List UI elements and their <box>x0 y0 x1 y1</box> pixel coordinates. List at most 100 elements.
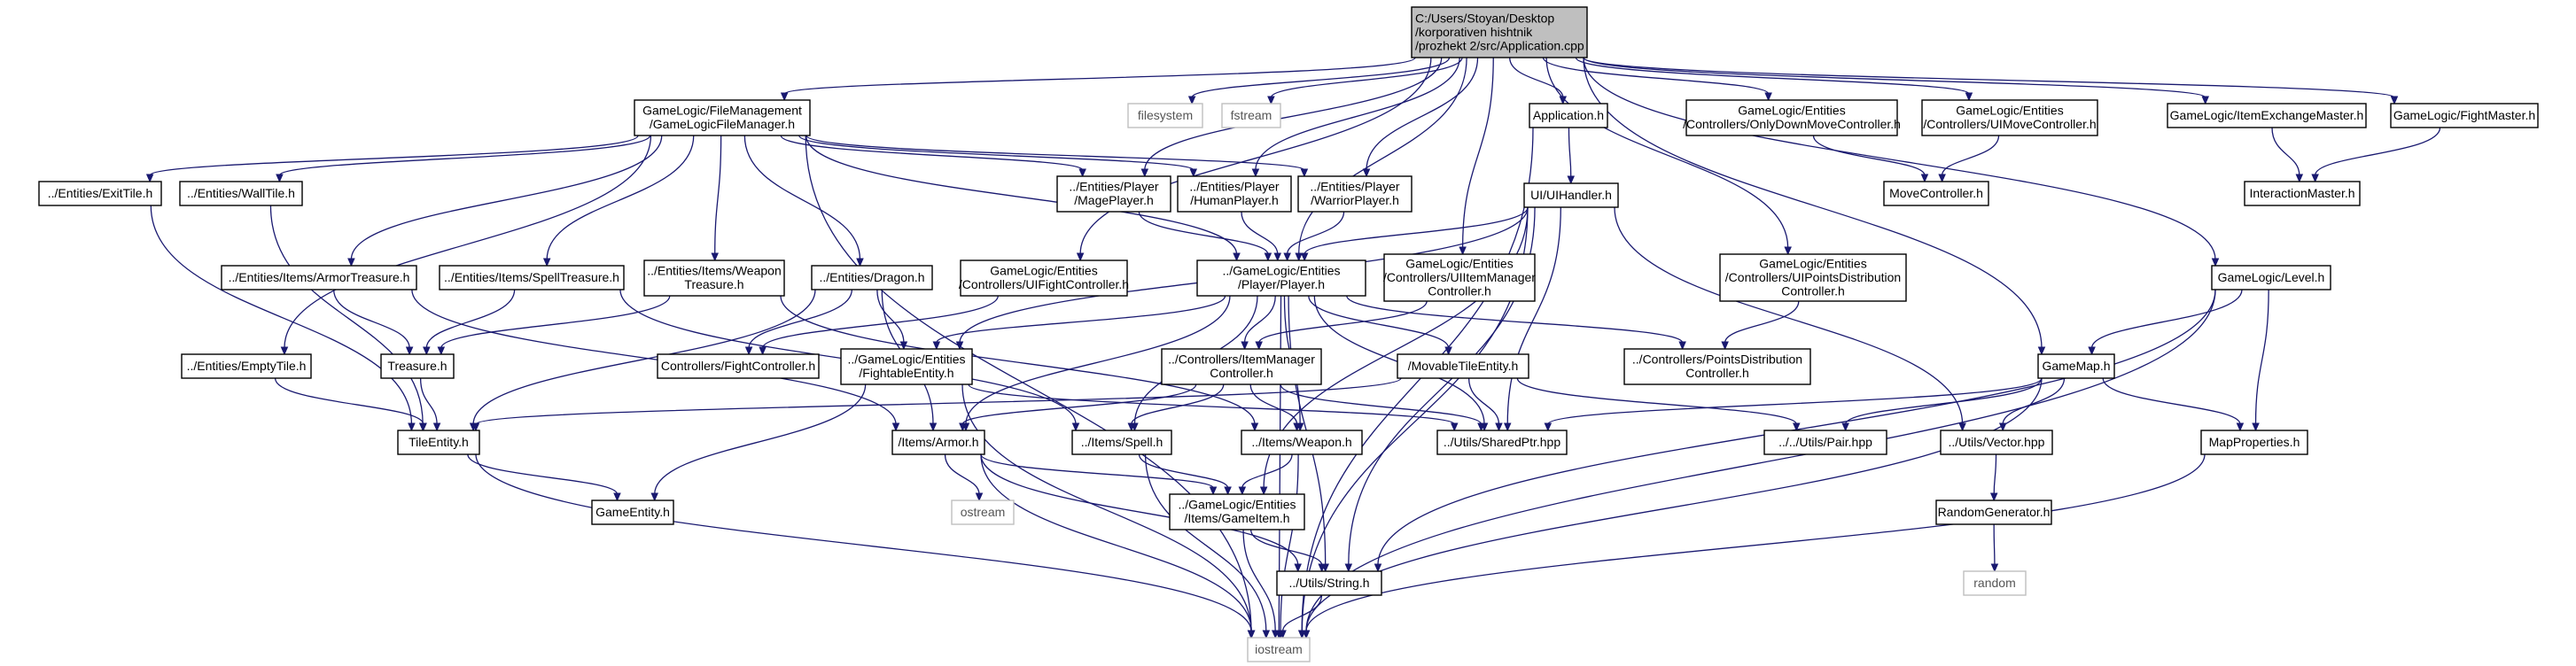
edge-arrowhead <box>1076 252 1085 262</box>
edge-uipoints-to-pointsdist <box>1724 300 1800 344</box>
node-dragon[interactable]: ../Entities/Dragon.h <box>811 265 933 290</box>
node-gamemap[interactable]: GameMap.h <box>2037 353 2115 379</box>
node-uipoints[interactable]: GameLogic/Entities/Controllers/UIPointsD… <box>1719 253 1907 302</box>
edge-arrowhead <box>856 258 864 267</box>
edge-arrowhead <box>1267 96 1275 105</box>
node-label: ../Entities/Player <box>1189 180 1279 194</box>
node-armortr[interactable]: ../Entities/Items/ArmorTreasure.h <box>221 265 417 290</box>
node-box <box>397 430 480 455</box>
node-uiitem[interactable]: GameLogic/Entities/Controllers/UIItemMan… <box>1383 253 1536 302</box>
node-interm[interactable]: InteractionMaster.h <box>2244 181 2361 206</box>
node-uifight[interactable]: GameLogic/Entities/Controllers/UIFightCo… <box>959 259 1129 297</box>
node-gl-fm[interactable]: GameLogic/FileManagement/GameLogicFileMa… <box>634 99 811 136</box>
node-filesystem[interactable]: filesystem <box>1127 103 1203 128</box>
node-label: /korporativen hishtnik <box>1415 25 1533 39</box>
edge-arrowhead <box>1293 422 1301 432</box>
edge-arrowhead <box>471 422 480 432</box>
node-uimove[interactable]: GameLogic/Entities/Controllers/UIMoveCon… <box>1921 99 2098 136</box>
edge-exittile-to-tileentity <box>150 205 413 425</box>
node-fightable[interactable]: ../GameLogic/Entities/FightableEntity.h <box>840 348 973 385</box>
edge-arrowhead <box>2088 346 2096 356</box>
node-box <box>1071 430 1172 455</box>
node-exittile[interactable]: ../Entities/ExitTile.h <box>38 181 162 206</box>
edge-arrowhead <box>650 492 658 502</box>
node-string[interactable]: ../Utils/String.h <box>1276 570 1382 596</box>
node-fstream[interactable]: fstream <box>1221 103 1281 128</box>
edge-arrowhead <box>975 492 984 502</box>
node-box <box>1383 253 1536 302</box>
edge-arrowhead <box>1477 422 1485 432</box>
node-mapprops[interactable]: MapProperties.h <box>2200 430 2308 455</box>
node-spelltr[interactable]: ../Entities/Items/SpellTreasure.h <box>439 265 625 290</box>
node-tileentity[interactable]: TileEntity.h <box>397 430 480 455</box>
node-box <box>1935 500 2052 525</box>
node-itemex[interactable]: GameLogic/ItemExchangeMaster.h <box>2167 103 2367 128</box>
node-randgen[interactable]: RandomGenerator.h <box>1935 500 2052 525</box>
edge-arrowhead <box>1567 175 1576 185</box>
node-onlydown[interactable]: GameLogic/Entities/Controllers/OnlyDownM… <box>1683 99 1901 136</box>
node-iostream[interactable]: iostream <box>1247 637 1311 662</box>
node-treasure[interactable]: Treasure.h <box>380 353 455 379</box>
node-app[interactable]: C:/Users/Stoyan/Desktop/korporativen his… <box>1411 6 1588 58</box>
node-box <box>1719 253 1907 302</box>
node-label: ../GameLogic/Entities <box>1222 264 1340 278</box>
node-label: /MovableTileEntity.h <box>1408 359 1519 373</box>
node-armor[interactable]: /Items/Armor.h <box>891 430 985 455</box>
node-movectrl[interactable]: MoveController.h <box>1883 181 1989 206</box>
node-label: Treasure.h <box>684 277 743 291</box>
edge-gl-fm-to-armortr <box>350 135 663 260</box>
node-label: /WarriorPlayer.h <box>1311 193 1399 207</box>
node-box <box>1883 181 1989 206</box>
edge-fightm-to-interm <box>2314 127 2441 176</box>
edge-weapontr-to-treasure <box>440 295 671 349</box>
edge-itemmgr-to-spell <box>1131 383 1225 425</box>
node-gameitem[interactable]: ../GameLogic/Entities/Items/GameItem.h <box>1169 493 1305 530</box>
node-label: Controller.h <box>1210 366 1273 380</box>
edge-arrowhead <box>1295 252 1303 262</box>
node-label: /MagePlayer.h <box>1074 193 1154 207</box>
node-uihandler[interactable]: UI/UIHandler.h <box>1523 182 1619 208</box>
node-movable[interactable]: /MovableTileEntity.h <box>1397 353 1529 379</box>
edge-arrowhead <box>1444 346 1452 356</box>
node-pointsdist[interactable]: ../Controllers/PointsDistributionControl… <box>1623 348 1811 385</box>
node-pair[interactable]: ../../Utils/Pair.hpp <box>1763 430 1887 455</box>
edge-arrowhead <box>1187 96 1196 105</box>
node-label: /Controllers/UIPointsDistribution <box>1725 270 1901 284</box>
edge-arrowhead <box>1965 92 1973 102</box>
node-gameentity[interactable]: GameEntity.h <box>591 500 674 525</box>
node-level[interactable]: GameLogic/Level.h <box>2211 265 2331 290</box>
node-emptytile[interactable]: ../Entities/EmptyTile.h <box>181 353 312 379</box>
node-ostream[interactable]: ostream <box>951 500 1015 525</box>
node-label: ../Entities/Items/ArmorTreasure.h <box>229 270 410 284</box>
edge-gamemap-to-sharedptr <box>1547 377 2043 425</box>
edge-uihandler-to-sharedptr <box>1506 206 1561 425</box>
edge-apph-to-iostream <box>1301 127 1534 632</box>
node-vector[interactable]: ../Utils/Vector.hpp <box>1940 430 2053 455</box>
node-player[interactable]: ../GameLogic/Entities/Player/Player.h <box>1196 259 1366 297</box>
edge-gl-fm-to-emptytile <box>284 135 652 349</box>
node-label: ../Entities/Player <box>1310 180 1399 194</box>
node-box <box>591 500 674 525</box>
node-weapon[interactable]: ../Items/Weapon.h <box>1241 430 1363 455</box>
edge-arrowhead <box>613 492 621 502</box>
edge-gl-fm-to-iostream <box>805 135 1252 632</box>
node-label: ../Utils/SharedPtr.hpp <box>1444 435 1561 449</box>
edge-uihandler-to-player <box>1304 206 1529 255</box>
node-fightctrl[interactable]: Controllers/FightController.h <box>657 353 820 379</box>
node-label: RandomGenerator.h <box>1938 505 2051 519</box>
edge-dragon-to-tileentity <box>472 289 816 425</box>
node-mage[interactable]: ../Entities/Player/MagePlayer.h <box>1056 175 1171 213</box>
node-walltile[interactable]: ../Entities/WallTile.h <box>179 181 303 206</box>
node-warrior[interactable]: ../Entities/Player/WarriorPlayer.h <box>1297 175 1413 213</box>
node-box <box>1529 103 1608 128</box>
node-box <box>1436 430 1568 455</box>
node-human[interactable]: ../Entities/Player/HumanPlayer.h <box>1177 175 1292 213</box>
node-sharedptr[interactable]: ../Utils/SharedPtr.hpp <box>1436 430 1568 455</box>
node-spell[interactable]: ../Items/Spell.h <box>1071 430 1172 455</box>
node-apph[interactable]: Application.h <box>1529 103 1608 128</box>
edge-uifight-to-fightctrl <box>761 295 999 349</box>
node-fightm[interactable]: GameLogic/FightMaster.h <box>2390 103 2539 128</box>
node-random[interactable]: random <box>1963 570 2027 596</box>
